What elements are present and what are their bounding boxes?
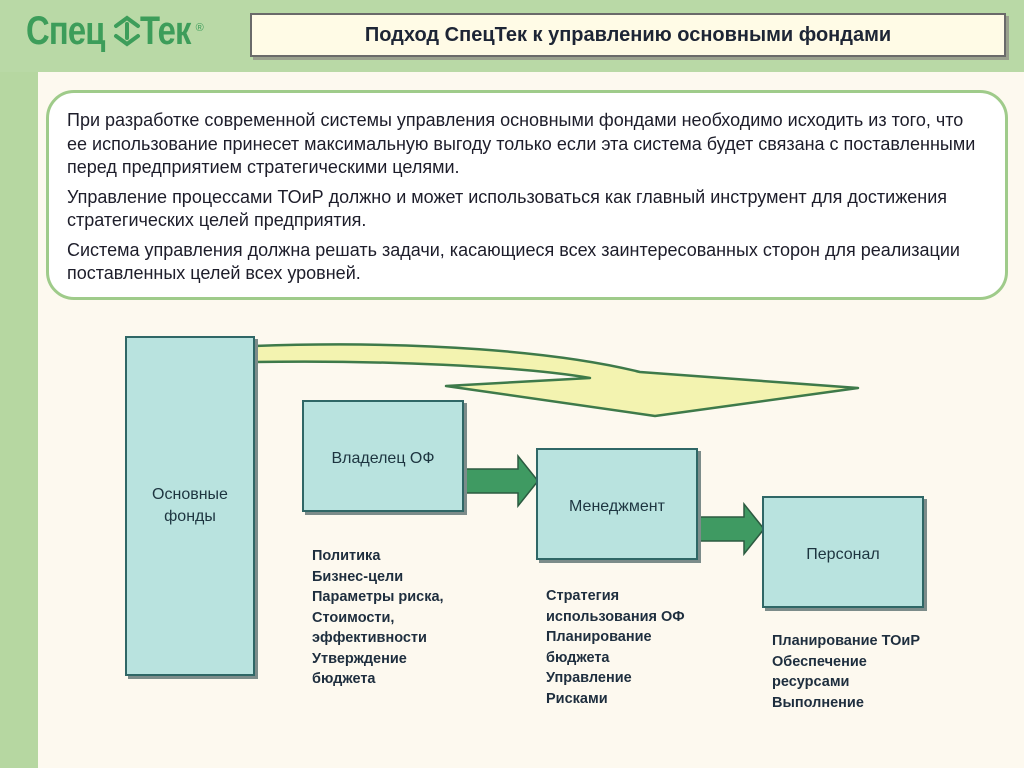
- list-item: Утверждение: [312, 650, 407, 667]
- page-title: Подход СпецТек к управлению основными фо…: [250, 13, 1006, 57]
- list-item: бюджета: [546, 649, 610, 666]
- management-label: Менеджмент: [569, 498, 665, 515]
- owner-duties-list: Политика Бизнес-цели Параметры риска, Ст…: [312, 546, 444, 690]
- list-item: Планирование ТОиР: [772, 633, 920, 649]
- list-item: Политика: [312, 548, 381, 564]
- arrow-management-to-staff: [697, 501, 765, 557]
- list-item: Бизнес-цели: [312, 568, 404, 585]
- spectek-logo: Спец Тек ®: [26, 6, 204, 56]
- management-box: Менеджмент: [536, 448, 698, 560]
- assets-label-line2: фонды: [164, 508, 216, 525]
- staff-box: Персонал: [762, 496, 924, 608]
- owner-label: Владелец ОФ: [331, 450, 435, 467]
- list-item: Стратегия: [546, 588, 620, 604]
- list-item: Управление: [546, 670, 632, 686]
- arrow-owner-to-management: [463, 453, 539, 509]
- assets-box: Основные фонды: [125, 336, 255, 676]
- list-item: использования ОФ: [546, 608, 685, 625]
- list-item: эффективности: [312, 630, 427, 646]
- staff-label: Персонал: [806, 546, 880, 563]
- list-item: Рисками: [546, 690, 608, 707]
- owner-box: Владелец ОФ: [302, 400, 464, 512]
- intro-paragraph-1: При разработке современной системы управ…: [67, 110, 976, 177]
- intro-paragraph-2: Управление процессами ТОиР должно и може…: [67, 186, 948, 231]
- logo-text-tek: Тек: [139, 8, 191, 53]
- list-item: Планирование: [546, 629, 652, 645]
- curved-yellow-arrow: [252, 343, 860, 418]
- list-item: ресурсами: [772, 674, 850, 690]
- assets-label-line1: Основные: [152, 486, 228, 503]
- intro-text-panel: При разработке современной системы управ…: [46, 90, 1008, 300]
- list-item: бюджета: [312, 671, 376, 687]
- left-decor-band: [0, 0, 38, 768]
- logo-mark-icon: [113, 15, 140, 47]
- management-duties-list: Стратегия использования ОФ Планирование …: [546, 586, 685, 709]
- logo-registered-mark: ®: [195, 22, 204, 34]
- list-item: Выполнение: [772, 694, 864, 711]
- list-item: Стоимости,: [312, 609, 395, 626]
- list-item: Обеспечение: [772, 653, 867, 670]
- staff-duties-list: Планирование ТОиР Обеспечение ресурсами …: [772, 631, 920, 713]
- intro-paragraph-3: Система управления должна решать задачи,…: [67, 239, 960, 284]
- logo-text-spec: Спец: [26, 8, 105, 53]
- list-item: Параметры риска,: [312, 589, 444, 605]
